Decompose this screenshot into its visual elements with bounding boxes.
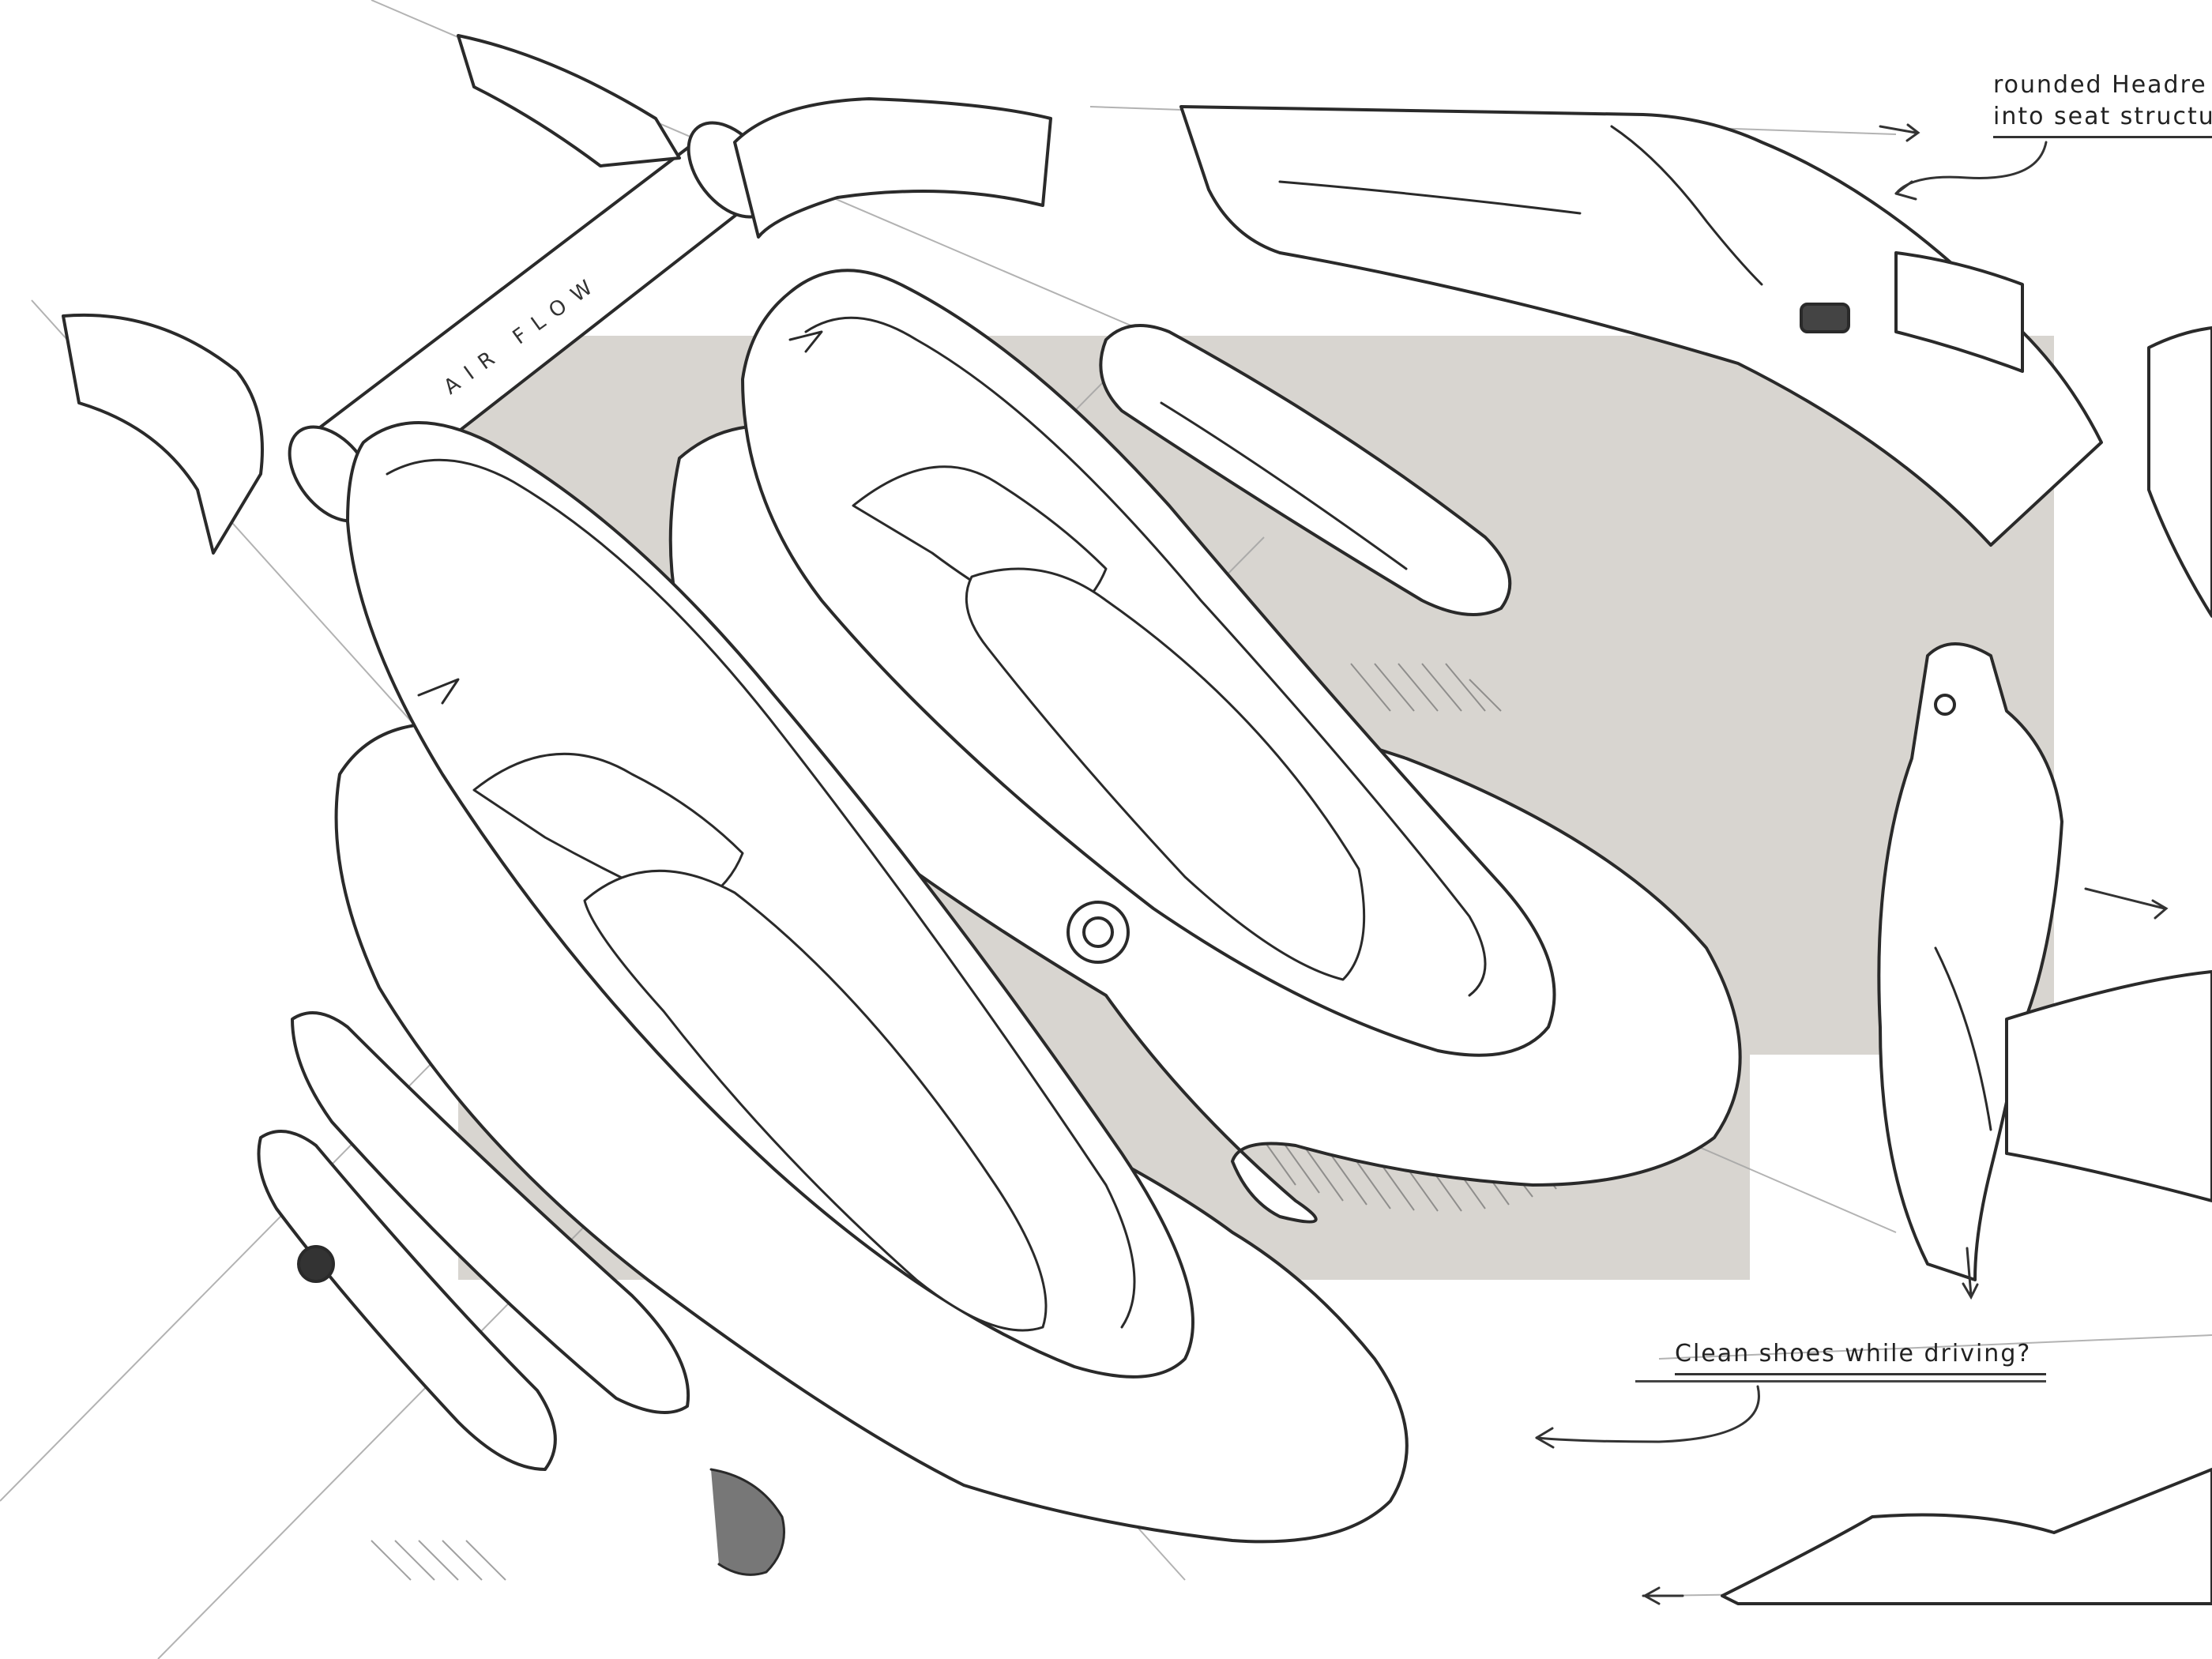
top-arm — [733, 97, 1052, 239]
side-seat-profile — [1877, 642, 2063, 1281]
headrest-profile-sketch — [1179, 105, 2103, 547]
lower-seat-partial — [1721, 1468, 2212, 1605]
front-seat-shell — [346, 421, 1194, 1379]
annotation-arrows — [1535, 123, 2169, 1605]
headrest-note-line1: rounded Headre — [1993, 71, 2207, 99]
shoes-note-underline — [1635, 1380, 2046, 1382]
armrest-right — [1099, 324, 1512, 616]
top-wing — [457, 34, 681, 167]
headrest-annotation: rounded Headre into seat structu — [1993, 70, 2212, 138]
shoes-note-text: Clean shoes while driving? — [1675, 1338, 2046, 1375]
armrest-left — [291, 1011, 690, 1414]
left-wing — [62, 313, 264, 555]
headrest-note-line2: into seat structu — [1993, 101, 2212, 138]
shoes-annotation: Clean shoes while driving? — [1635, 1338, 2046, 1382]
